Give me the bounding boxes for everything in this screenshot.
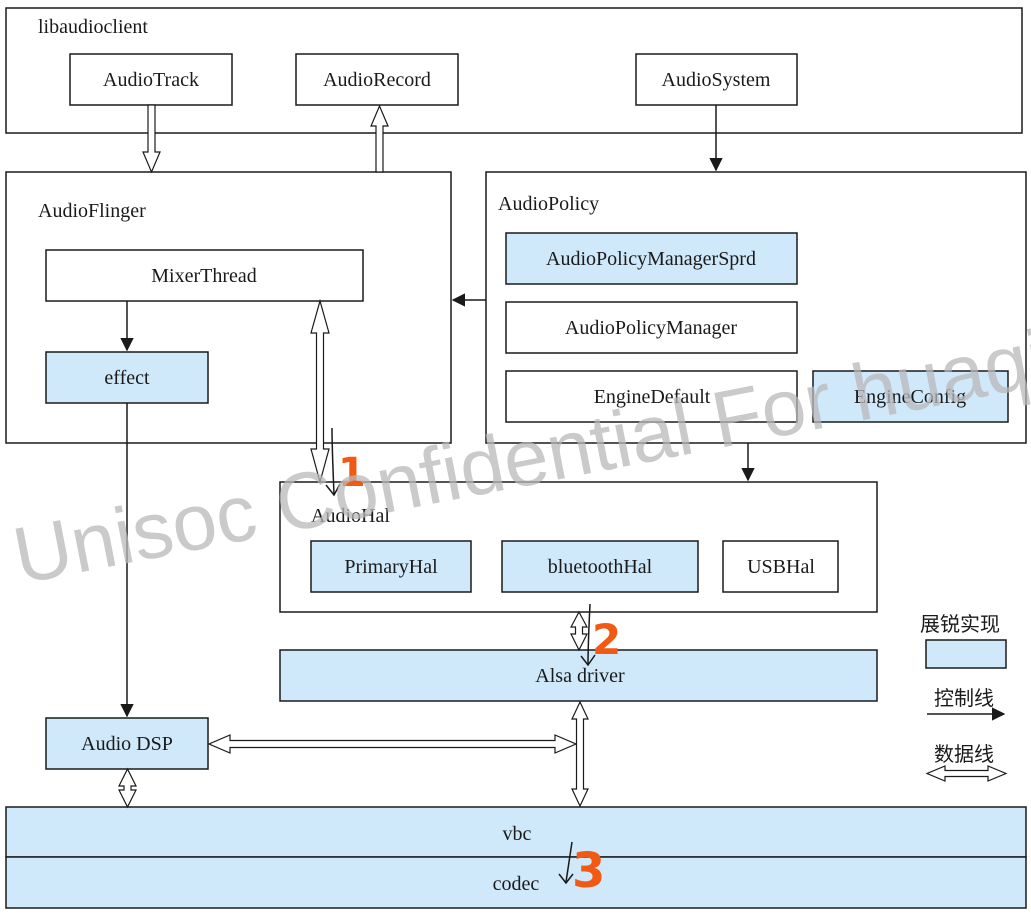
data-arrow-audiohal-alsa <box>570 610 588 652</box>
audiopolicymanager-box <box>505 301 798 354</box>
audiorecord-label: AudioRecord <box>323 69 431 91</box>
effect-label: effect <box>104 367 150 389</box>
audiotrack-box <box>69 53 233 106</box>
audiopolicy-label: AudioPolicy <box>498 193 599 215</box>
codec-box <box>5 856 1027 909</box>
enginedefault-box <box>505 370 798 423</box>
mixerthread-label: MixerThread <box>151 265 257 287</box>
annotation-mark-1: 1 <box>338 450 366 496</box>
usbhal-label: USBHal <box>747 556 815 578</box>
annotation-mark-3: 3 <box>572 843 605 899</box>
annotation-arrow-3 <box>565 841 573 883</box>
legend-impl-swatch <box>925 639 1007 669</box>
vbc-box <box>5 806 1027 858</box>
bluetoothhal-box <box>501 540 699 593</box>
libaudioclient-label: libaudioclient <box>38 16 148 38</box>
legend-data-label: 数据线 <box>934 742 994 766</box>
legend-control-label: 控制线 <box>934 686 994 710</box>
libaudioclient-group: libaudioclient AudioTrack AudioRecord Au… <box>5 7 1023 134</box>
audiopolicymanagersprd-label: AudioPolicyManagerSprd <box>546 248 756 270</box>
audiohal-group: AudioHal PrimaryHal bluetoothHal USBHal <box>279 481 878 613</box>
annotation-arrow-1 <box>331 427 335 496</box>
codec-label: codec <box>493 873 540 895</box>
audiohal-label: AudioHal <box>311 505 390 527</box>
enginedefault-label: EngineDefault <box>594 386 711 408</box>
engineconfig-label: EngineConfig <box>854 386 966 408</box>
data-arrow-audioflinger-to-audiorecord <box>370 104 389 173</box>
primaryhal-box <box>310 540 472 593</box>
legend-impl-label: 展锐实现 <box>920 612 1000 636</box>
annotation-arrowhead-2 <box>580 654 596 667</box>
data-arrow-audiodsp-vbc <box>118 767 137 809</box>
annotation-mark-2: 2 <box>592 615 621 664</box>
alsa-driver-box <box>279 649 878 702</box>
audioflinger-label: AudioFlinger <box>38 200 146 222</box>
audiopolicymanager-label: AudioPolicyManager <box>565 317 738 339</box>
audio-dsp-label: Audio DSP <box>81 733 173 755</box>
annotation-arrowhead-1 <box>325 483 341 497</box>
audiopolicymanagersprd-box <box>505 232 798 285</box>
bluetoothhal-label: bluetoothHal <box>548 556 653 578</box>
data-arrow-audiotrack-to-audioflinger <box>142 104 161 174</box>
vbc-label: vbc <box>503 823 532 845</box>
data-arrow-alsa-vbc <box>571 700 589 808</box>
usbhal-box <box>722 540 839 593</box>
audio-dsp-box <box>45 717 209 770</box>
legend-data-arrow <box>925 765 1008 782</box>
data-arrow-mixerthread-audiohal <box>310 298 330 485</box>
audiosystem-label: AudioSystem <box>662 69 771 91</box>
audiosystem-box <box>635 53 798 106</box>
annotation-arrowhead-3 <box>558 873 574 885</box>
mixerthread-box <box>45 249 364 302</box>
audiorecord-box <box>295 53 459 106</box>
legend: 展锐实现 控制线 数据线 <box>920 612 1008 782</box>
annotation-arrow-2 <box>587 603 591 665</box>
audioflinger-group: AudioFlinger MixerThread effect <box>5 171 452 444</box>
audiopolicy-group: AudioPolicy AudioPolicyManagerSprd Audio… <box>485 171 1027 444</box>
engineconfig-box <box>812 370 1009 423</box>
audiotrack-label: AudioTrack <box>103 69 199 91</box>
primaryhal-label: PrimaryHal <box>344 556 438 578</box>
alsa-driver-label: Alsa driver <box>535 665 625 687</box>
data-arrow-audiodsp-alsa <box>207 734 578 754</box>
